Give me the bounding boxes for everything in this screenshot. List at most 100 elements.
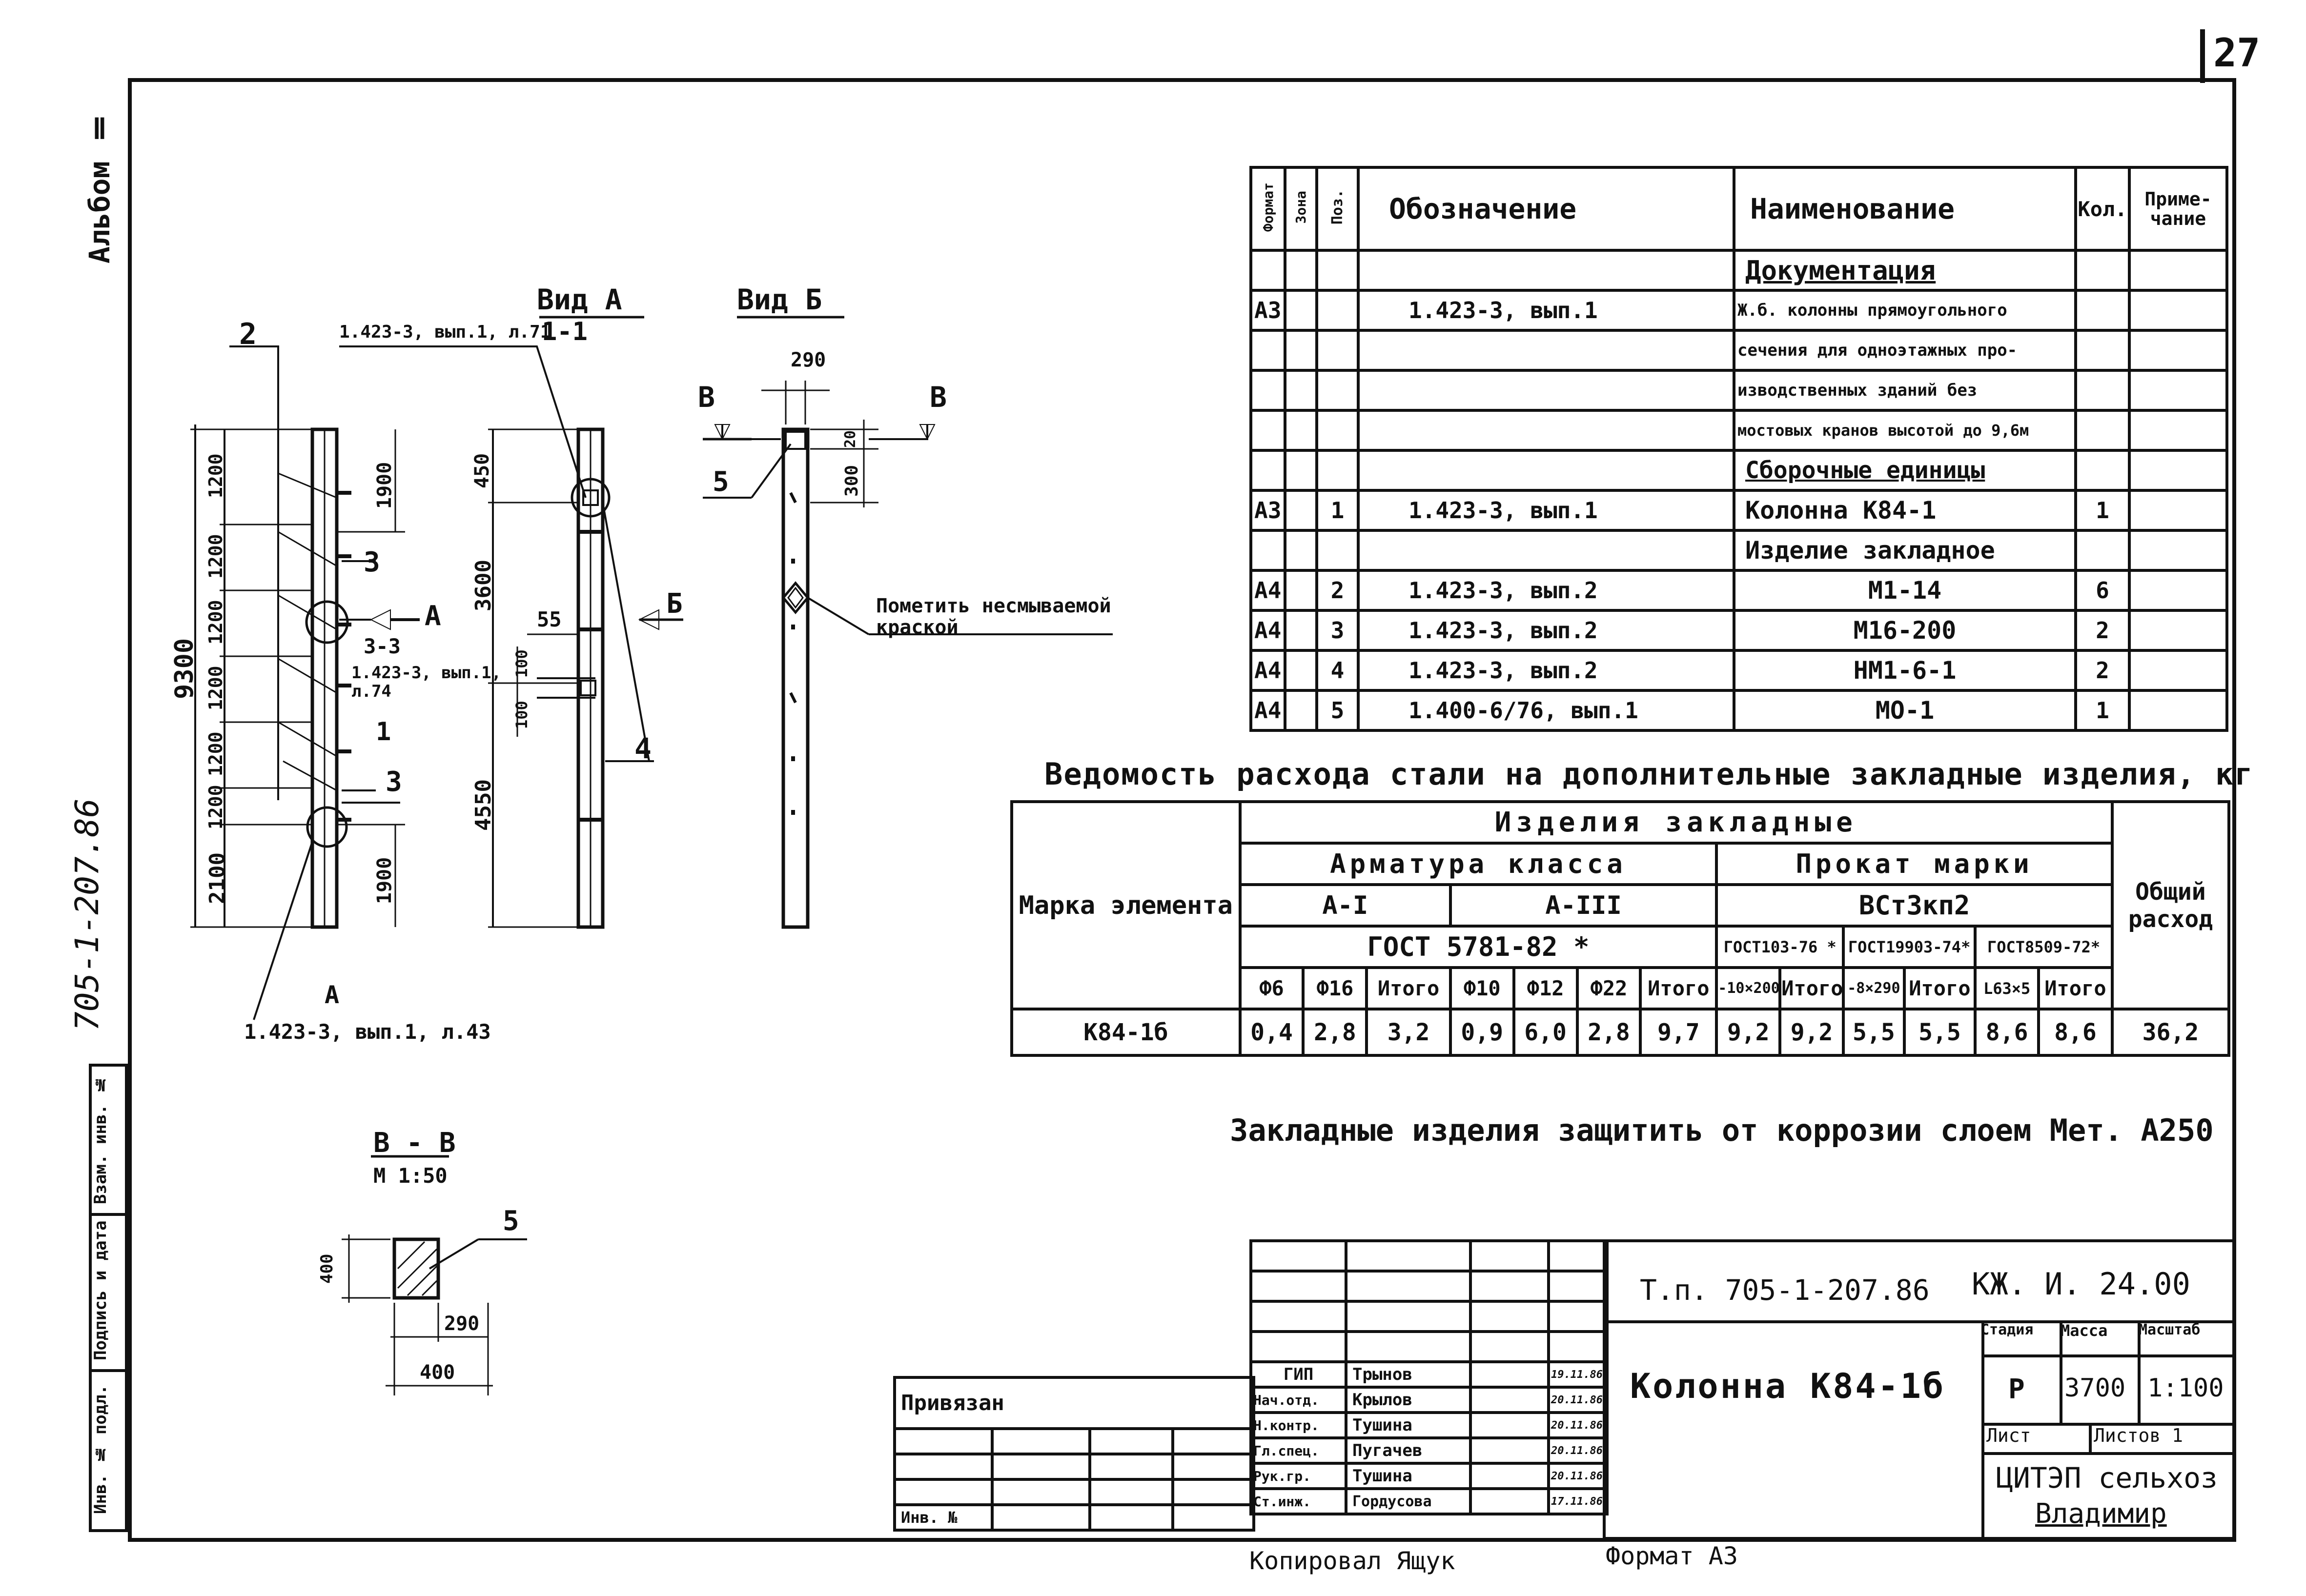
dim-290: 290 (791, 349, 826, 371)
table-row: изводственных зданий без (1249, 369, 2228, 412)
col-f6: Ф6 (1238, 966, 1305, 1010)
label-pos-5: 5 (713, 466, 729, 498)
label-pos-3a: 3 (364, 546, 380, 578)
section-3-3: 3-3 (364, 634, 401, 658)
org-line1: ЦИТЭП сельхоз (1996, 1461, 2218, 1495)
col-f10: Ф10 (1449, 966, 1515, 1010)
table-row: Документация (1249, 249, 2228, 292)
section-bb-label: В - В (373, 1127, 456, 1159)
dim-100b: 100 (512, 701, 531, 729)
hdr-pos: Поз. (1329, 189, 1346, 225)
col-l63x5: L63×5 (1974, 966, 2041, 1010)
table-row: А3 1.423-3, вып.1 Ж.б. колонны прямоугол… (1249, 289, 2228, 332)
table-row: мостовых кранов высотой до 9,6м (1249, 409, 2228, 452)
sheet-header: Лист (1986, 1425, 2031, 1446)
view-b-label: Вид Б (737, 283, 822, 316)
section-a-ref: 1.423-3, вып.1, л.43 (244, 1020, 491, 1044)
dim-step-6: 1200 (205, 453, 226, 498)
cut-b-left: В (698, 381, 715, 414)
drawing-title: Колонна К84-1б (1630, 1366, 1946, 1406)
dim-450: 450 (471, 453, 493, 489)
gost-103: ГОСТ103-76 * (1715, 925, 1845, 969)
hdr-qty: Кол. (2074, 166, 2131, 252)
gost-19903: ГОСТ19903-74* (1842, 925, 1977, 969)
rolled-grade: ВСт3кп2 (1715, 883, 2114, 928)
table-row: Сборочные единицы (1249, 449, 2228, 492)
footer-copied: Копировал Ящук (1249, 1547, 1455, 1575)
project-number: Т.п. 705-1-207.86 (1640, 1273, 1930, 1307)
inv-label: Инв. № (893, 1503, 994, 1532)
bb-dim-400v: 400 (317, 1253, 337, 1284)
steel-table-title: Ведомость расхода стали на дополнительны… (1044, 756, 2254, 792)
col-10x200: -10×200 (1715, 966, 1782, 1010)
title-block (1603, 1239, 2235, 1540)
dim-3600: 3600 (471, 560, 496, 611)
hdr-format: Формат (1260, 182, 1276, 232)
table-row: сечения для одноэтажных про- (1249, 329, 2228, 372)
cut-b-right: В (930, 381, 947, 414)
dim-step-5: 1200 (205, 534, 226, 579)
column-view-b (781, 427, 810, 929)
table-row: Изделие закладное (1249, 529, 2228, 572)
col-total-a3: Итого (1639, 966, 1718, 1010)
dim-4550: 4550 (471, 779, 496, 831)
note-mark: Пометить несмываемой краской (876, 595, 1111, 639)
drawing-frame (128, 78, 2236, 1542)
dim-step-3: 1200 (205, 666, 226, 710)
label-pos-1: 1 (376, 717, 391, 747)
dim-step-1: 1200 (205, 785, 226, 829)
scale-header: Масштаб (2139, 1321, 2201, 1338)
specification-table: Формат Зона Поз. Обозначение Наименовани… (1249, 166, 2228, 732)
class-a3: А-III (1449, 883, 1718, 928)
section-3-3-ref: 1.423-3, вып.1, л.74 (351, 663, 502, 701)
page-number: 27 (2213, 30, 2261, 76)
dim-55: 55 (537, 607, 562, 631)
arrow-a-label: А (425, 600, 441, 632)
section-bb (392, 1237, 440, 1300)
hdr-zone: Зона (1293, 190, 1309, 224)
col-total-8509: Итого (2037, 966, 2114, 1010)
rolled-header: Прокат марки (1715, 842, 2114, 886)
table-row: К84-1б 0,4 2,8 3,2 0,9 6,0 2,8 9,7 9,2 9… (1010, 1008, 2231, 1057)
stage-value: Р (2008, 1374, 2025, 1405)
hdr-name: Наименование (1733, 166, 2077, 252)
section-a-label: А (325, 981, 340, 1009)
col-f16: Ф16 (1302, 966, 1368, 1010)
dim-100a: 100 (512, 649, 531, 678)
group-header: Изделия закладные (1238, 800, 2114, 845)
footer-format: Формат А3 (1606, 1542, 1738, 1570)
section-1-1-ref: 1.423-3, вып.1, л.71 (339, 322, 551, 342)
col-total-103: Итого (1778, 966, 1845, 1010)
dim-step-2: 1200 (205, 731, 226, 776)
col-8x290: -8×290 (1842, 966, 1906, 1010)
mass-value: 3700 (2064, 1374, 2126, 1403)
view-a-label: Вид А (537, 283, 622, 316)
col-f22: Ф22 (1575, 966, 1642, 1010)
section-1-1: 1-1 (542, 317, 588, 346)
binding-block: Привязан Инв. № (893, 1376, 1256, 1532)
dim-300: 300 (842, 465, 862, 497)
corrosion-note: Закладные изделия защитить от коррозии с… (1230, 1112, 2214, 1148)
dim-20: 20 (842, 430, 859, 448)
bound-label: Привязан (893, 1376, 1256, 1430)
dim-1900-bot: 1900 (373, 857, 396, 905)
margin-stamp (89, 1064, 128, 1532)
label-pos-5b: 5 (503, 1205, 519, 1237)
drawing-code: КЖ. И. 24.00 (1972, 1266, 2190, 1302)
hdr-designation: Обозначение (1357, 166, 1735, 252)
bb-dim-400h: 400 (420, 1361, 455, 1384)
arrow-b-label: Б (666, 588, 683, 620)
section-bb-scale: М 1:50 (373, 1164, 448, 1188)
label-pos-3b: 3 (386, 766, 402, 798)
rebar-header: Арматура класса (1238, 842, 1718, 886)
